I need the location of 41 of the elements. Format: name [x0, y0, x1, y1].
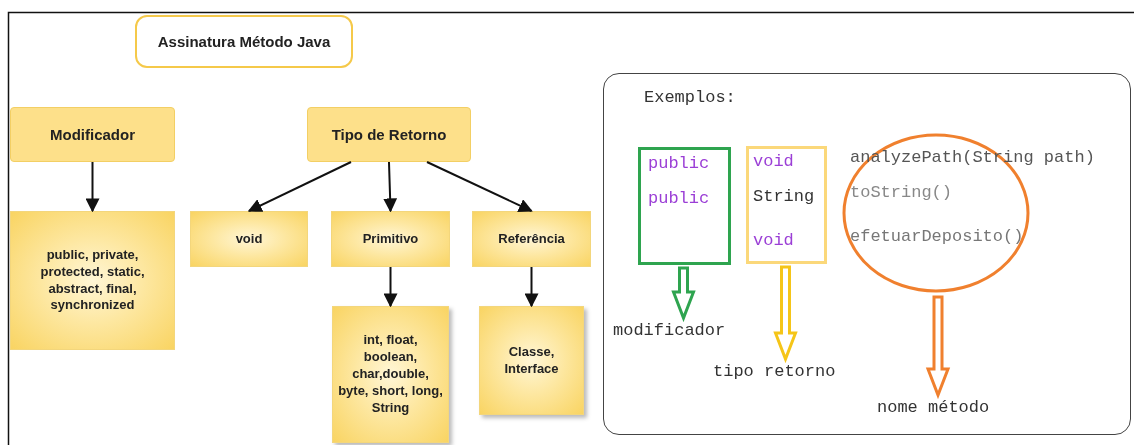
- title-box: [135, 15, 353, 68]
- box-label: Assinatura Método Java: [157, 31, 331, 52]
- arrow: [247, 161, 352, 212]
- arrow: [383, 266, 398, 308]
- arrow: [524, 266, 539, 308]
- highlight-box: [746, 146, 827, 264]
- box-label: Primitivo: [362, 230, 419, 248]
- code-text: efetuarDeposito(): [850, 227, 1024, 246]
- hollow-arrow: [925, 295, 951, 400]
- box-label: Classe, Interface: [503, 343, 560, 378]
- annotation-text: nome método: [877, 398, 990, 417]
- code-text: toString(): [850, 183, 953, 202]
- code-text: void: [753, 152, 794, 171]
- examples-panel: [603, 73, 1131, 435]
- arrow: [85, 161, 100, 213]
- box-label: Referência: [498, 230, 565, 248]
- code-text: void: [753, 231, 794, 250]
- arrow: [426, 161, 533, 212]
- box-label: public, private, protected, static, abstract, final, synchronized: [39, 246, 146, 315]
- value-box: [332, 306, 449, 443]
- category-box: [10, 107, 175, 162]
- annotation-text: modificador: [613, 321, 726, 340]
- highlight-box: [638, 147, 731, 265]
- box-label: void: [235, 230, 263, 248]
- value-box: [190, 211, 308, 267]
- code-text: public: [648, 154, 710, 173]
- category-box: [307, 107, 471, 162]
- code-text: public: [648, 189, 710, 208]
- value-box: [331, 211, 450, 267]
- panel-heading: Exemplos:: [644, 88, 736, 107]
- hollow-arrow: [671, 266, 696, 323]
- box-label: int, float, boolean, char,double, byte, short, long, String: [338, 332, 443, 417]
- box-label: Modificador: [50, 124, 135, 145]
- arrow: [383, 161, 398, 213]
- value-box: [10, 211, 175, 350]
- annotation-text: tipo retorno: [713, 362, 836, 381]
- code-text: String: [753, 187, 815, 206]
- value-box: [472, 211, 591, 267]
- value-box: [479, 306, 584, 415]
- hollow-arrow: [773, 265, 798, 364]
- box-label: Tipo de Retorno: [331, 124, 447, 145]
